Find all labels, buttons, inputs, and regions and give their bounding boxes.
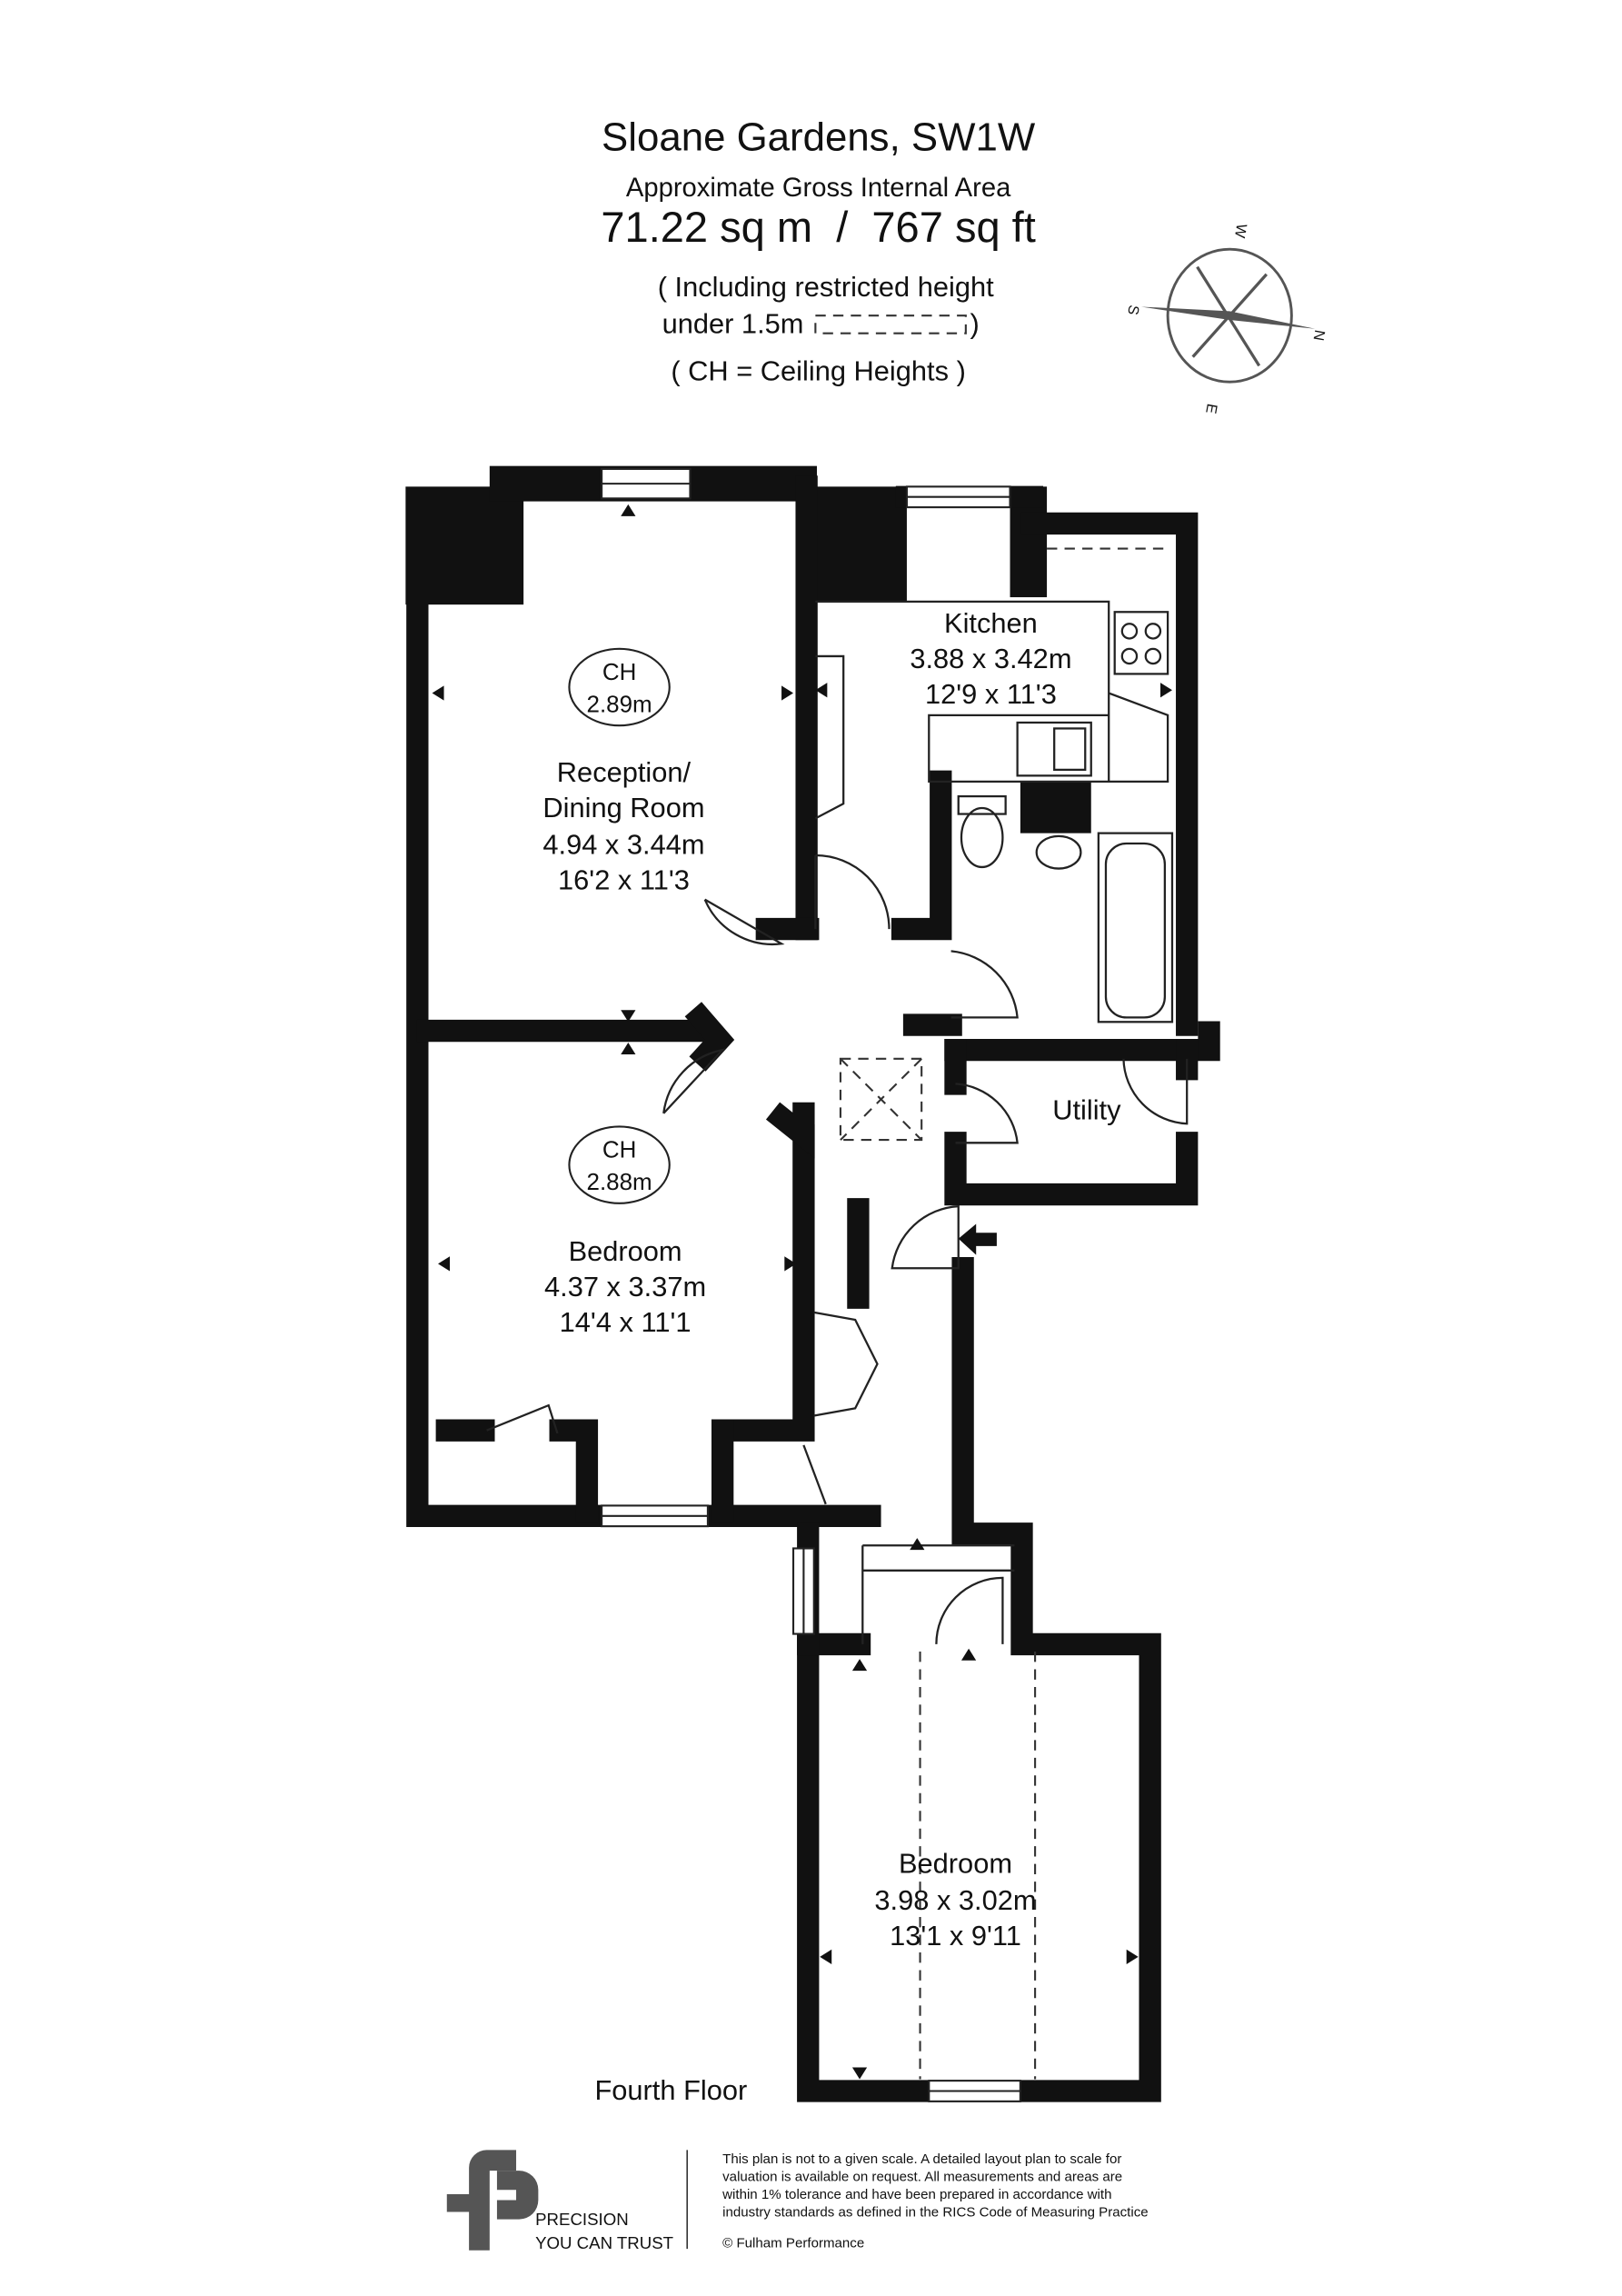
disclaimer-line: valuation is available on request. All m… bbox=[722, 2169, 1122, 2184]
compass-rose-icon: W N E S bbox=[1124, 223, 1328, 415]
bedroom2-metric: 3.98 x 3.02m bbox=[874, 1884, 1036, 1916]
reception-name-1: Reception/ bbox=[557, 756, 692, 788]
sink-icon bbox=[1016, 721, 1092, 777]
brand-line-2: YOU CAN TRUST bbox=[535, 2233, 673, 2252]
plan-title: Sloane Gardens, SW1W bbox=[602, 115, 1036, 159]
hob-icon bbox=[1113, 611, 1169, 675]
disclaimer-line: within 1% tolerance and have been prepar… bbox=[721, 2187, 1111, 2202]
footer: PRECISION YOU CAN TRUST This plan is not… bbox=[446, 2150, 1149, 2252]
bedroom1-imperial: 14'4 x 11'1 bbox=[560, 1306, 692, 1338]
brand-line-1: PRECISION bbox=[535, 2210, 629, 2229]
ceiling-height-badge bbox=[568, 1125, 671, 1204]
disclaimer-line: industry standards as defined in the RIC… bbox=[722, 2204, 1149, 2220]
area-value: 71.22 sq m / 767 sq ft bbox=[601, 203, 1035, 251]
restricted-height-legend bbox=[814, 314, 967, 334]
restricted-note-close: ) bbox=[970, 308, 979, 340]
ch-value: 2.88m bbox=[587, 1170, 652, 1195]
room-kitchen: Kitchen 3.88 x 3.42m 12'9 x 11'3 bbox=[910, 607, 1071, 710]
kitchen-name: Kitchen bbox=[944, 607, 1038, 639]
bedroom1-name: Bedroom bbox=[569, 1235, 682, 1267]
reception-name-2: Dining Room bbox=[542, 792, 704, 824]
area-subtitle: Approximate Gross Internal Area bbox=[626, 174, 1011, 203]
header: Sloane Gardens, SW1W Approximate Gross I… bbox=[601, 115, 1035, 386]
walls bbox=[405, 465, 1220, 2102]
disclaimer-line: This plan is not to a given scale. A det… bbox=[722, 2151, 1121, 2167]
utility-name: Utility bbox=[1052, 1093, 1121, 1125]
toilet-icon bbox=[960, 806, 1004, 869]
bedroom2-imperial: 13'1 x 9'11 bbox=[890, 1920, 1021, 1952]
ch-label: CH bbox=[602, 1138, 636, 1163]
bedroom2-name: Bedroom bbox=[899, 1847, 1012, 1879]
ceiling-height-note: ( CH = Ceiling Heights ) bbox=[671, 355, 965, 387]
bath-icon bbox=[1097, 832, 1174, 1023]
kitchen-metric: 3.88 x 3.42m bbox=[910, 643, 1071, 674]
dimension-markers bbox=[432, 504, 1172, 2080]
compass-s: S bbox=[1124, 304, 1142, 316]
room-reception: CH 2.89m Reception/ Dining Room 4.94 x 3… bbox=[542, 647, 705, 895]
compass-w: W bbox=[1231, 223, 1250, 240]
reception-imperial: 16'2 x 11'3 bbox=[558, 863, 690, 895]
restricted-note-1: ( Including restricted height bbox=[658, 271, 994, 303]
basin-icon bbox=[1035, 834, 1082, 870]
bedroom1-metric: 4.37 x 3.37m bbox=[544, 1271, 706, 1303]
restricted-note-2: under 1.5m bbox=[662, 308, 804, 340]
fixtures bbox=[486, 547, 1189, 2080]
ceiling-height-badge bbox=[568, 647, 671, 727]
copyright: © Fulham Performance bbox=[722, 2235, 864, 2251]
reception-metric: 4.94 x 3.44m bbox=[542, 828, 704, 860]
kitchen-imperial: 12'9 x 11'3 bbox=[925, 678, 1057, 710]
room-bedroom-1: CH 2.88m Bedroom 4.37 x 3.37m 14'4 x 11'… bbox=[544, 1125, 706, 1338]
ch-label: CH bbox=[602, 660, 636, 685]
ch-value: 2.89m bbox=[587, 693, 652, 718]
compass-n: N bbox=[1309, 329, 1328, 343]
entrance-arrow-icon bbox=[958, 1223, 997, 1255]
skylight bbox=[839, 1057, 923, 1142]
compass-e: E bbox=[1202, 403, 1220, 415]
floor-label: Fourth Floor bbox=[594, 2074, 747, 2106]
windows bbox=[601, 467, 1021, 2102]
brand-logo-icon bbox=[446, 2150, 539, 2251]
room-bedroom-2: Bedroom 3.98 x 3.02m 13'1 x 9'11 bbox=[874, 1847, 1036, 1951]
